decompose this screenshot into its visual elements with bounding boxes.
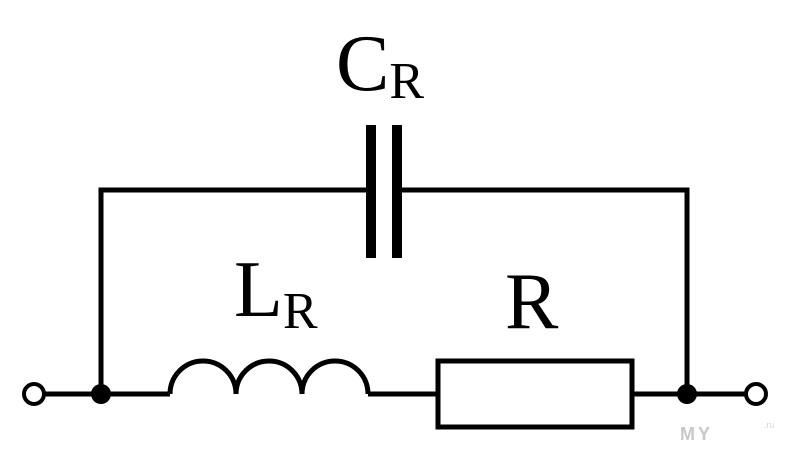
resistor: [435, 358, 635, 430]
inductor-label: LR: [234, 246, 318, 340]
right-terminal: [744, 382, 768, 406]
inductor: [167, 358, 371, 395]
capacitor-label-main: C: [336, 20, 389, 108]
left-terminal: [22, 382, 46, 406]
resistor-label: R: [505, 258, 559, 346]
watermark: MY: [680, 424, 713, 444]
capacitor-label-subscript: R: [389, 53, 424, 110]
inductor-label-subscript: R: [283, 283, 318, 340]
top-branch-right-wire: [397, 187, 690, 394]
capacitor-label: CR: [336, 20, 424, 110]
capacitor: [366, 125, 402, 258]
top-branch-left-wire: [98, 187, 371, 394]
inductor-label-main: L: [234, 246, 283, 334]
watermark-suffix: .ru: [764, 420, 775, 430]
